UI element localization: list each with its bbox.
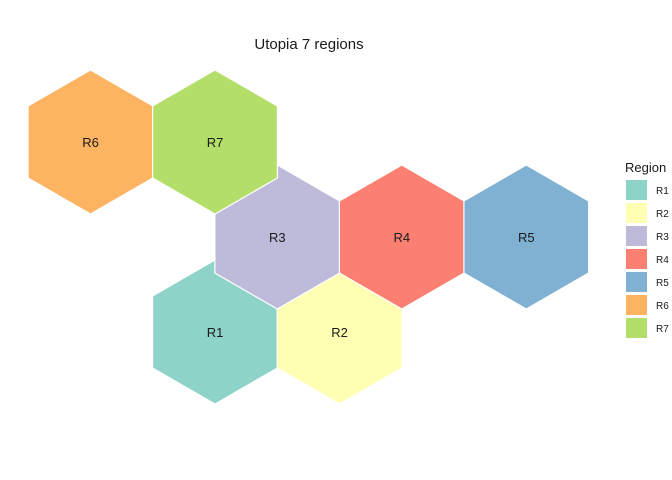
hex-label-r3: R3 (269, 230, 286, 245)
hexagon-layer: R1 R2 R3 R4 R5 R6 R7 (27, 69, 590, 405)
legend-key-r7 (626, 318, 647, 338)
hex-label-r7: R7 (207, 135, 224, 150)
legend-key-r2 (626, 203, 647, 223)
legend-label-r3: R3 (656, 232, 669, 243)
chart-title: Utopia 7 regions (254, 36, 363, 53)
legend-label-r6: R6 (656, 301, 669, 312)
legend-key-r4 (626, 249, 647, 269)
legend-label-r4: R4 (656, 255, 669, 266)
legend-key-r1 (626, 180, 647, 200)
hex-region-r5 (463, 164, 590, 310)
legend-label-r7: R7 (656, 324, 669, 335)
legend-key-r6 (626, 295, 647, 315)
hex-label-r5: R5 (518, 230, 535, 245)
hex-label-r2: R2 (331, 325, 348, 340)
legend-title: Region (625, 160, 666, 175)
hex-label-r6: R6 (82, 135, 99, 150)
hex-label-r1: R1 (207, 325, 224, 340)
legend-label-r5: R5 (656, 278, 669, 289)
hex-label-r4: R4 (393, 230, 410, 245)
legend-key-r5 (626, 272, 647, 292)
hex-region-r7 (152, 69, 278, 215)
legend-label-r1: R1 (656, 186, 669, 197)
legend-key-r3 (626, 226, 647, 246)
legend-label-r2: R2 (656, 209, 669, 220)
